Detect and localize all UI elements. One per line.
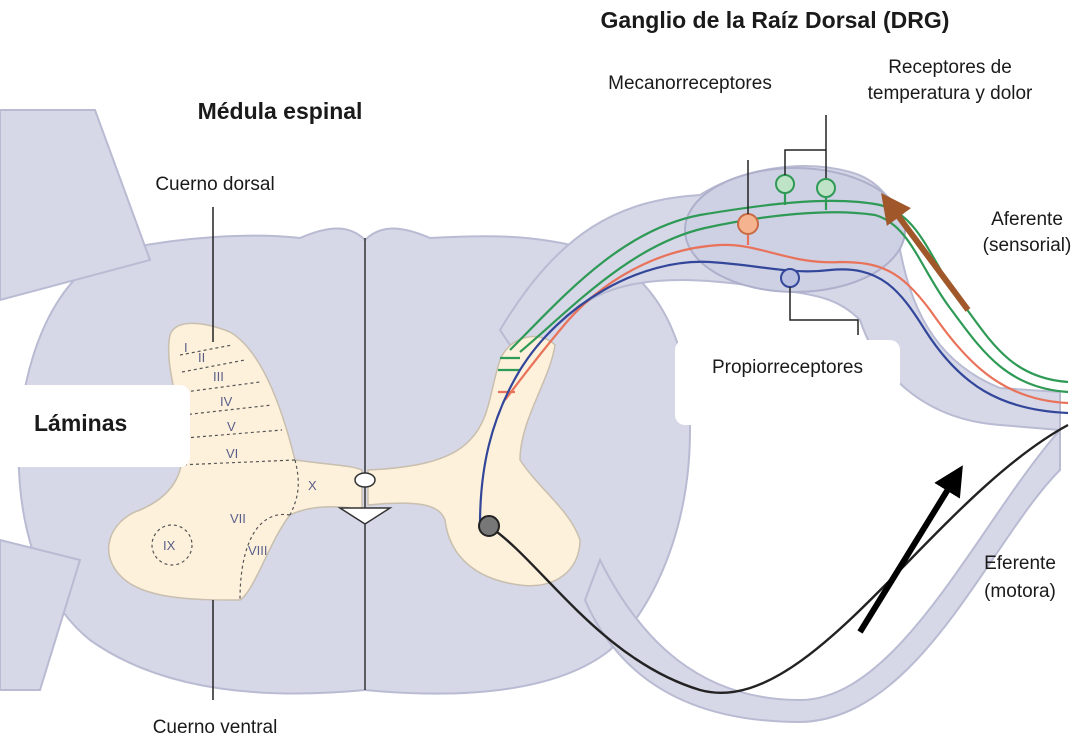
efferent-label-line2: (motora) [958,580,1082,603]
drg-title: Ganglio de la Raíz Dorsal (DRG) [540,9,1010,32]
temperature-pain-cell-1 [776,175,794,193]
spinal-cord-title: Médula espinal [160,100,400,123]
motor-neuron-cell [479,516,499,536]
temperature-pain-label-line2: temperatura y dolor [830,82,1070,105]
ventral-horn-label: Cuerno ventral [120,716,310,739]
central-canal [355,473,375,487]
laminae-label: Láminas [34,412,127,435]
lamina-VIII: VIII [248,543,268,558]
mechanoreceptor-cell [738,214,758,234]
lamina-X: X [308,478,317,493]
lamina-VI: VI [226,446,238,461]
propio-label-box [675,340,900,425]
lamina-VII: VII [230,511,246,526]
lamina-IV: IV [220,394,233,409]
lamina-III: III [213,369,224,384]
dorsal-horn-label: Cuerno dorsal [120,173,310,196]
lamina-V: V [227,419,236,434]
afferent-label-line1: Aferente [965,208,1089,231]
temperature-pain-cell-2 [817,179,835,197]
proprioceptor-cell [781,269,799,287]
lamina-IX: IX [163,538,176,553]
efferent-label-line1: Eferente [958,552,1082,575]
proprioceptors-label: Propiorreceptores [680,356,895,379]
lamina-I: I [184,340,188,355]
temperature-pain-label-line1: Receptores de [830,56,1070,79]
afferent-label-line2: (sensorial) [965,234,1089,257]
mechanoreceptors-label: Mecanorreceptores [575,72,805,95]
lamina-II: II [198,350,205,365]
